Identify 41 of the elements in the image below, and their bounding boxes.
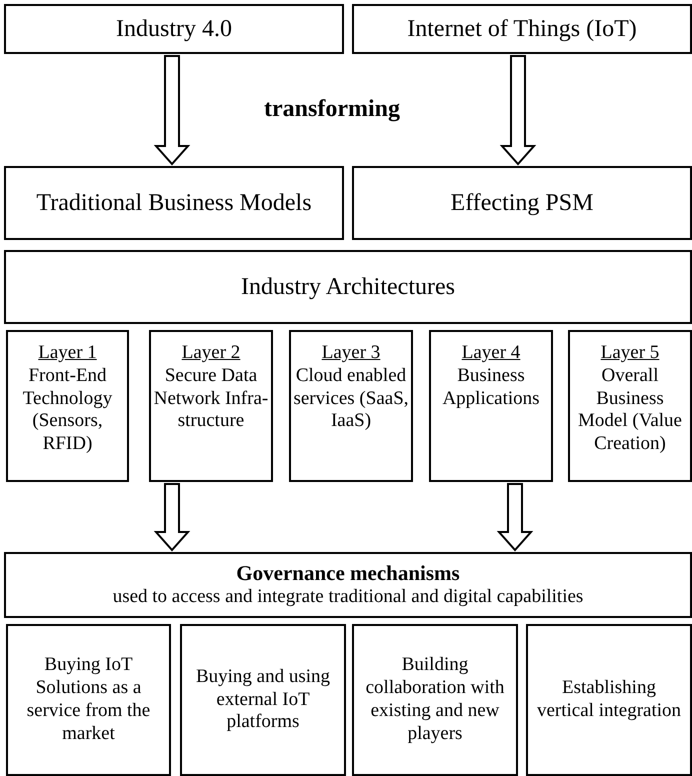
heading: Layer 3	[322, 342, 380, 365]
box-text: Buying and using external IoT platforms	[194, 666, 332, 734]
description: Business Applications	[441, 364, 541, 410]
text-box	[352, 624, 518, 776]
text-box	[526, 624, 692, 776]
box-text: Industry 4.0	[116, 14, 232, 44]
text-box	[352, 4, 692, 54]
text-box	[6, 330, 129, 482]
hollow-arrow	[496, 483, 534, 552]
box-text: Internet of Things (IoT)	[407, 14, 637, 44]
description: used to access and integrate traditional and digital capabilities	[112, 586, 584, 609]
hollow-arrow	[154, 483, 190, 552]
text-box	[4, 4, 344, 54]
heading: Governance mechanisms	[236, 561, 460, 586]
box-text: Building collaboration with existing and new players	[364, 654, 506, 746]
hollow-arrow	[500, 55, 536, 166]
box-text: Traditional Business Models	[36, 188, 312, 218]
text-box	[4, 250, 692, 324]
heading: Layer 2	[182, 342, 240, 365]
description: Front-End Technology (Sensors, RFID)	[22, 364, 114, 456]
description: Cloud enabled services (SaaS, IaaS)	[293, 364, 409, 434]
text-box	[352, 166, 692, 240]
text-box	[568, 330, 692, 482]
heading: Layer 5	[600, 342, 660, 365]
box-text: Industry Architectures	[241, 272, 455, 302]
text-box	[149, 330, 273, 482]
text-box	[429, 330, 553, 482]
box-text: Establishing vertical integration	[536, 677, 682, 723]
heading: Layer 1	[38, 342, 97, 365]
text-box	[289, 330, 413, 482]
text-box	[180, 624, 346, 776]
text-box	[6, 624, 171, 776]
text-box	[4, 166, 344, 240]
heading: Layer 4	[462, 342, 520, 365]
box-text: Effecting PSM	[450, 188, 594, 218]
text-box	[4, 552, 692, 618]
box-text: Buying IoT Solutions as a service from the market	[26, 654, 152, 746]
description: Secure Data Network Infra-structure	[153, 364, 269, 434]
description: Overall Business Model (Value Creation)	[577, 364, 683, 456]
connector-label: transforming	[264, 96, 400, 123]
hollow-arrow	[154, 55, 190, 166]
